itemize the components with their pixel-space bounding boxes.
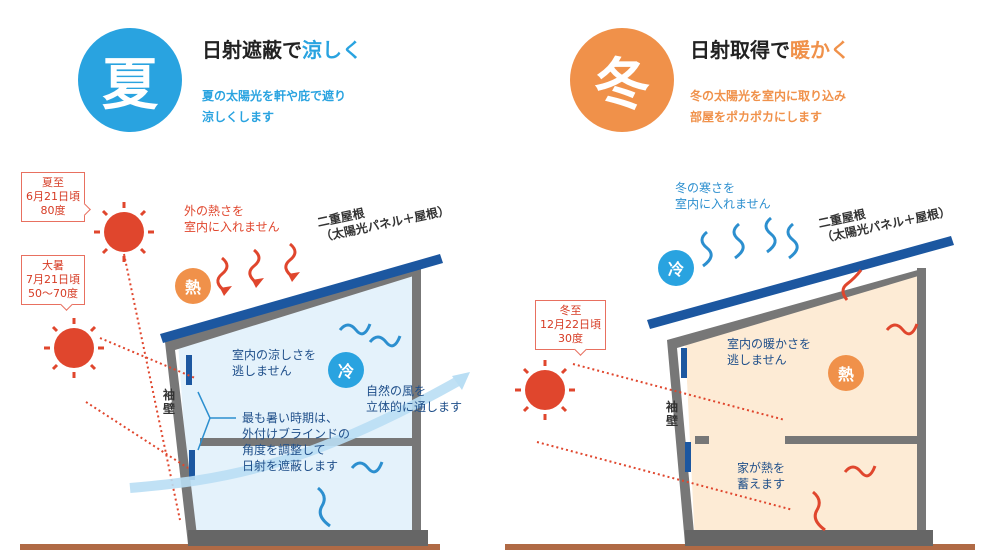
summer-blind-line-2: 外付けブラインドの: [242, 427, 351, 441]
summer-heading-accent: 涼しく: [302, 38, 362, 62]
winter-cold-arrows: [700, 216, 799, 268]
summer-wind-line-1: 自然の風を: [366, 384, 427, 398]
summer-sun-high-icon: [94, 202, 154, 262]
winter-warm-arrows: [812, 269, 919, 532]
winter-window-upper: [681, 348, 687, 378]
summer-blind-line-4: 日射を遮蔽します: [242, 459, 339, 473]
winter-heading: 日射取得で暖かく: [690, 34, 850, 63]
summer-outside-heat-line-2: 室内に入れません: [184, 220, 280, 234]
winter-store-heat-label: 家が熱を 蓄えます: [737, 460, 785, 492]
summer-season-badge: 夏: [78, 28, 182, 132]
summer-indoor-cool-label: 室内の涼しさを 逃しません: [232, 347, 316, 379]
winter-window-lower: [685, 442, 691, 472]
summer-cool-arrows: [317, 323, 402, 528]
winter-sunray-2: [536, 441, 794, 511]
summer-sun-callout-high-line-2: 6月21日頃: [26, 190, 80, 203]
winter-side-wall-label: 袖 壁: [665, 400, 679, 428]
winter-cold-line-1: 冬の寒さを: [675, 181, 736, 195]
winter-interior: [685, 270, 925, 544]
winter-cool-badge: 冷: [658, 250, 694, 286]
winter-sun-callout-line-3: 30度: [558, 332, 583, 345]
summer-house-illustration: [20, 202, 470, 550]
winter-cold-label: 冬の寒さを 室内に入れません: [675, 180, 771, 212]
summer-side-wall-label: 袖 壁: [162, 388, 176, 416]
summer-indoor-cool-line-2: 逃しません: [232, 364, 292, 378]
summer-heading: 日射遮蔽で涼しく: [202, 34, 362, 63]
summer-window-upper: [186, 355, 192, 385]
summer-sun-callout-high-line-1: 夏至: [42, 176, 64, 189]
winter-sun-icon: [515, 360, 575, 420]
summer-ground: [20, 544, 440, 550]
winter-side-wall-char-1: 袖: [665, 400, 678, 414]
summer-house-outline: [165, 268, 420, 544]
summer-wind-label: 自然の風を 立体的に通します: [366, 383, 462, 415]
winter-solar-roof: [647, 236, 954, 329]
summer-sun-callout-high: 夏至 6月21日頃 80度: [21, 172, 85, 222]
summer-heat-arrows: [216, 242, 297, 294]
summer-sun-callout-mid: 大暑 7月21日頃 50〜70度: [21, 255, 85, 305]
winter-heat-badge: 熱: [828, 355, 864, 391]
winter-store-heat-line-2: 蓄えます: [737, 477, 786, 491]
winter-panel: 冬 日射取得で暖かく 冬の太陽光を室内に取り込み 部屋をポカポカにします: [495, 0, 989, 559]
summer-wind-line-2: 立体的に通します: [366, 400, 463, 414]
winter-cold-line-2: 室内に入れません: [675, 197, 771, 211]
summer-blind-label: 最も暑い時期は、 外付けブラインドの 角度を調整して 日射を遮蔽します: [242, 410, 350, 474]
summer-outside-heat-line-1: 外の熱さを: [184, 204, 245, 218]
summer-heading-prefix: 日射遮蔽で: [202, 38, 302, 62]
winter-indoor-warm-label: 室内の暖かさを 逃しません: [727, 336, 811, 368]
winter-sun-callout-line-1: 冬至: [559, 304, 582, 317]
winter-subtext-line-2: 部屋をポカポカにします: [690, 110, 823, 124]
winter-season-badge: 冬: [570, 28, 674, 132]
winter-indoor-warm-line-2: 逃しません: [727, 353, 787, 367]
summer-subtext-line-1: 夏の太陽光を軒や庇で遮り: [202, 89, 347, 103]
summer-subtext: 夏の太陽光を軒や庇で遮り 涼しくします: [202, 86, 346, 128]
winter-foundation: [685, 530, 933, 546]
summer-wind-arrowhead: [452, 372, 470, 390]
summer-window-lower: [189, 450, 195, 480]
summer-subtext-line-2: 涼しくします: [202, 110, 275, 124]
summer-sun-mid-icon: [44, 318, 104, 378]
winter-heading-prefix: 日射取得で: [690, 38, 790, 62]
summer-panel: 夏 日射遮蔽で涼しく 夏の太陽光を軒や庇で遮り 涼しくします: [0, 0, 494, 559]
summer-sun-callout-mid-line-2: 7月21日頃: [26, 273, 80, 286]
summer-foundation: [188, 530, 428, 546]
summer-sun-callout-mid-line-3: 50〜70度: [28, 287, 78, 300]
winter-store-heat-line-1: 家が熱を: [737, 461, 786, 475]
summer-cool-badge: 冷: [328, 352, 364, 388]
summer-sun-callout-high-line-3: 80度: [40, 204, 66, 217]
winter-floor-stub: [695, 436, 709, 444]
winter-indoor-warm-line-1: 室内の暖かさを: [727, 337, 812, 351]
summer-indoor-cool-line-1: 室内の涼しさを: [232, 348, 317, 362]
summer-sunray-1: [123, 253, 181, 521]
summer-blind-line-1: 最も暑い時期は、: [242, 411, 339, 425]
summer-blind-line-3: 角度を調整して: [242, 443, 326, 457]
winter-sun-callout: 冬至 12月22日頃 30度: [535, 300, 606, 350]
summer-sun-callout-mid-line-1: 大暑: [42, 259, 64, 272]
winter-sun-callout-line-2: 12月22日頃: [540, 318, 601, 331]
summer-wind-arrow: [129, 375, 463, 493]
summer-sunray-3: [85, 401, 189, 469]
summer-solar-roof: [160, 254, 443, 343]
summer-heat-badge: 熱: [175, 268, 211, 304]
summer-side-wall-char-1: 袖: [162, 388, 175, 402]
summer-floor-slab: [200, 438, 412, 446]
winter-floor-slab: [785, 436, 917, 444]
winter-right-wall: [917, 268, 926, 544]
summer-sunray-2: [99, 337, 196, 379]
winter-subtext: 冬の太陽光を室内に取り込み 部屋をポカポカにします: [690, 86, 846, 128]
winter-house-illustration: [505, 216, 975, 550]
winter-ground: [505, 544, 975, 550]
winter-side-wall-char-2: 壁: [665, 414, 678, 428]
summer-side-wall-char-2: 壁: [162, 402, 175, 416]
winter-heading-accent: 暖かく: [790, 38, 850, 62]
summer-outside-heat-label: 外の熱さを 室内に入れません: [184, 203, 280, 235]
winter-subtext-line-1: 冬の太陽光を室内に取り込み: [690, 89, 847, 103]
winter-sunray-1: [572, 363, 786, 421]
